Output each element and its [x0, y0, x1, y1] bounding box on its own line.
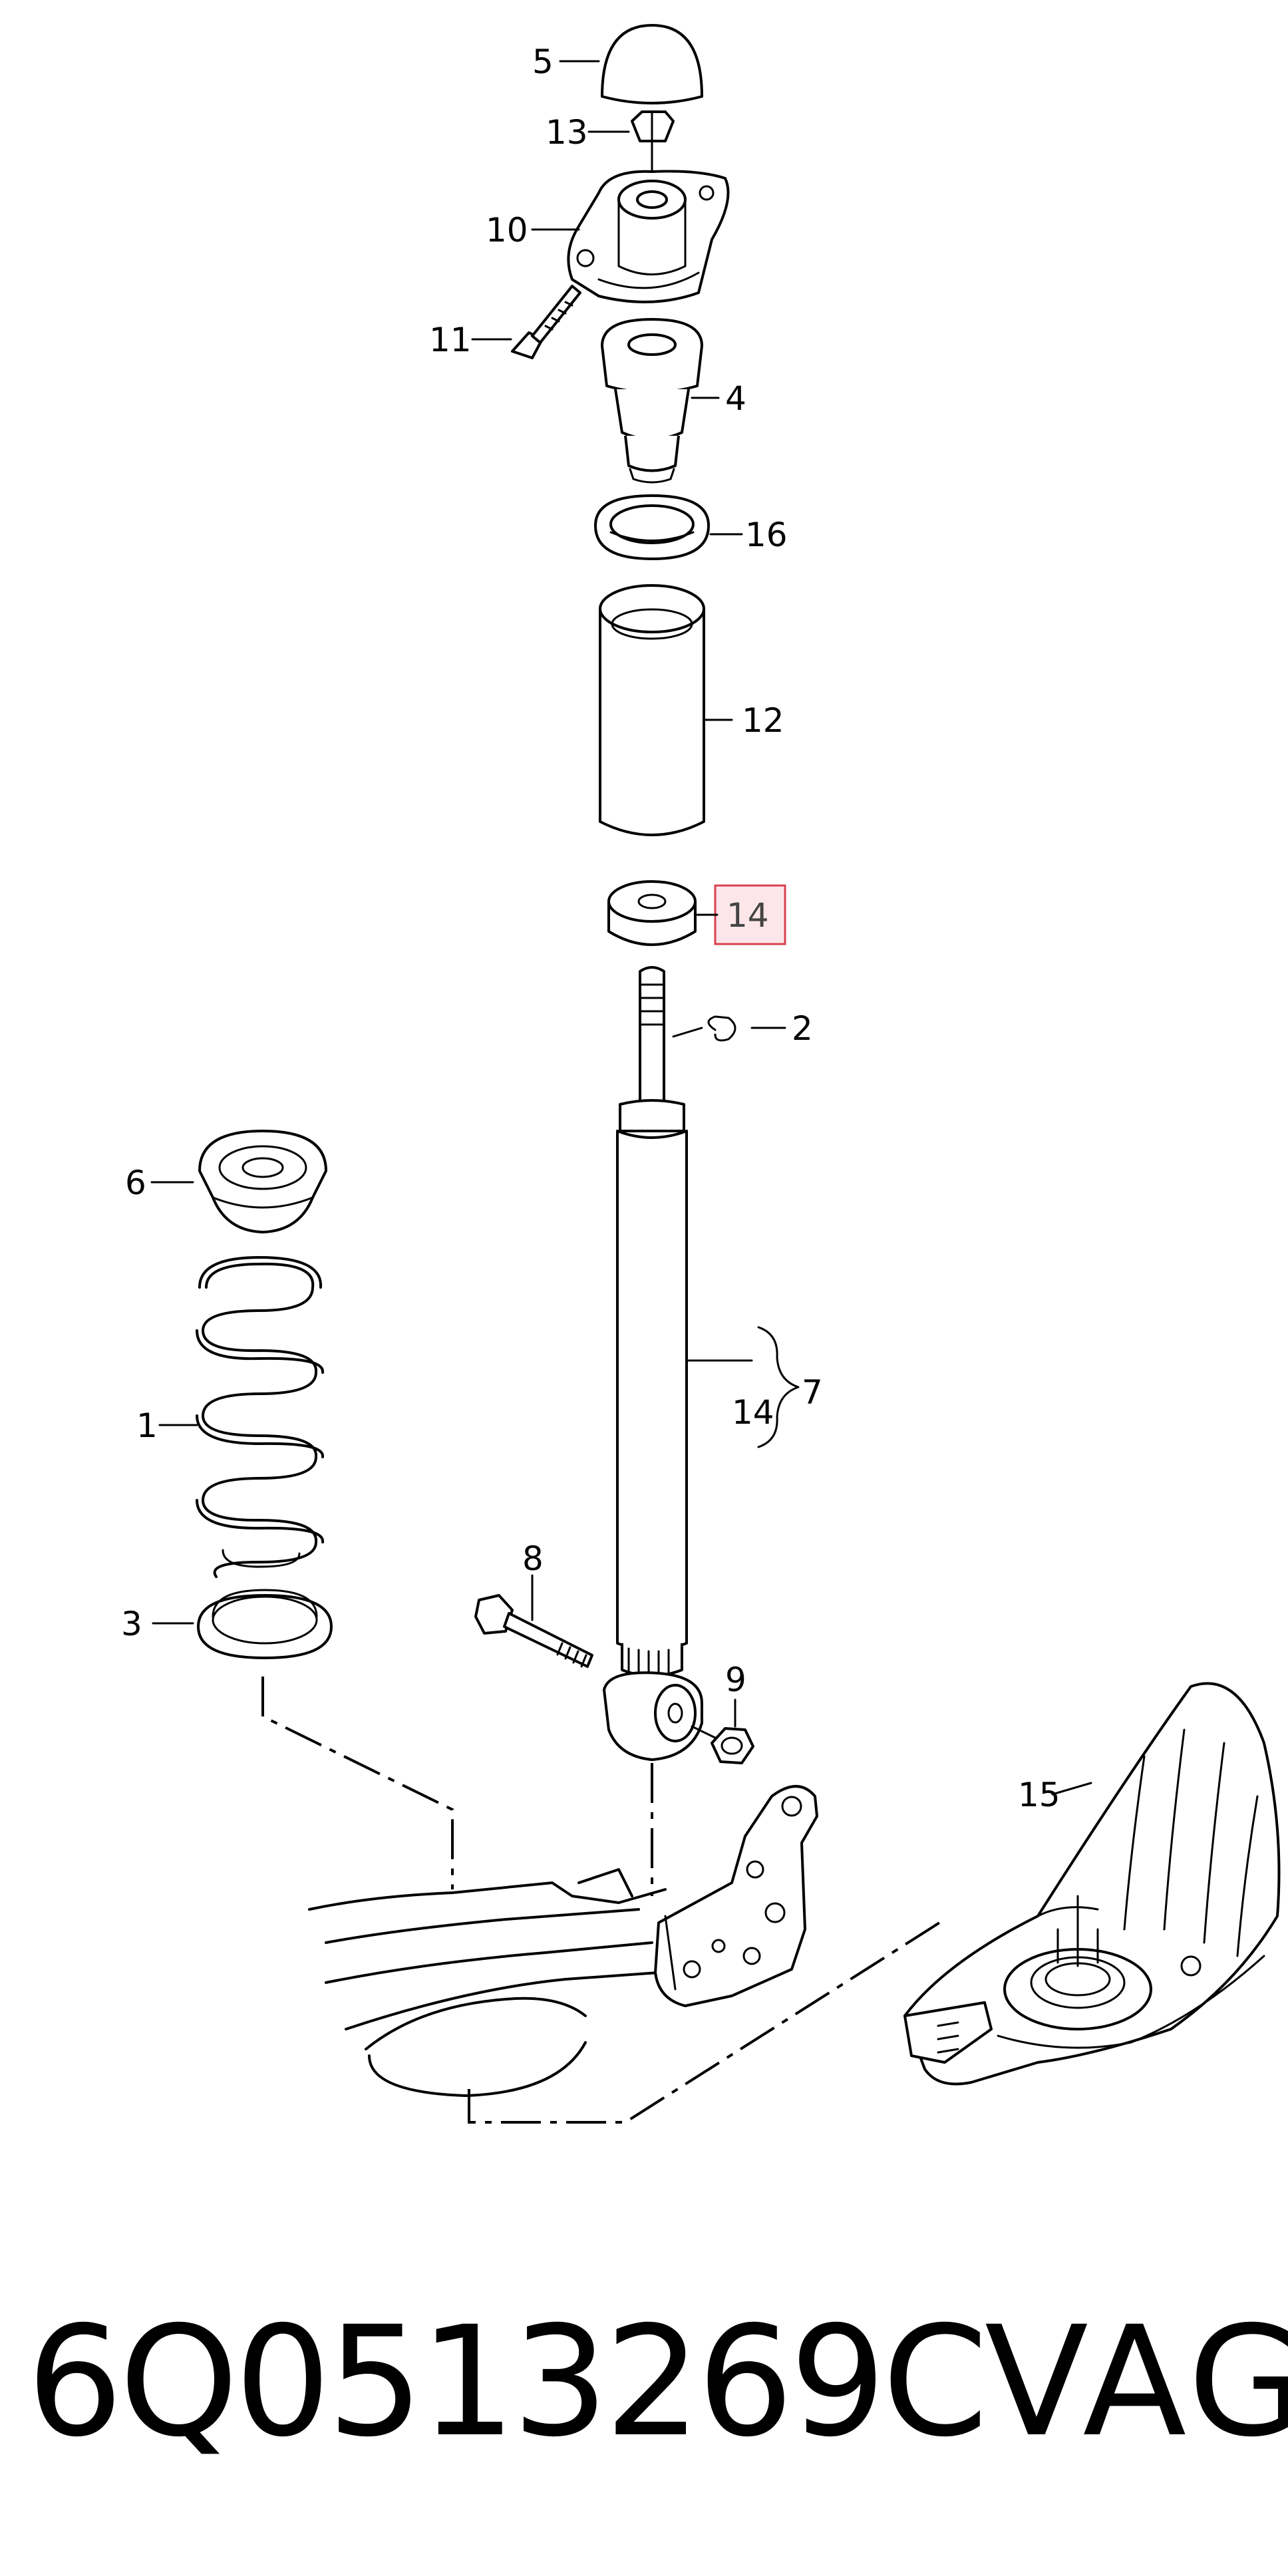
part-13-nut — [631, 110, 675, 180]
part-10-strut-mount — [567, 170, 730, 303]
callout-4: 4 — [725, 379, 746, 418]
callout-8: 8 — [522, 1539, 544, 1578]
callout-15: 15 — [1018, 1776, 1060, 1814]
part-15-housing — [903, 1682, 1281, 2086]
highlight-box — [714, 884, 786, 945]
part-12-protective-tube — [599, 584, 705, 836]
part-5-dust-cap — [601, 24, 703, 104]
callout-1: 1 — [136, 1406, 158, 1445]
part-11-bolt — [511, 285, 581, 359]
part-1-coil-spring — [196, 1256, 325, 1578]
part-6-spring-seat — [198, 1130, 327, 1233]
part-4-bump-stop — [601, 318, 703, 484]
callout-2: 2 — [792, 1009, 813, 1048]
part-7-shock-absorber — [603, 966, 703, 1761]
callout-5: 5 — [532, 43, 554, 81]
exploded-parts-diagram: 5 13 10 11 4 16 — [121, 24, 1281, 2124]
part-14-buffer — [607, 880, 697, 946]
part-16-cap-ring — [594, 494, 710, 560]
part-9-nut — [691, 1725, 754, 1764]
axle-beam — [261, 1677, 946, 2124]
part-2-circlip — [707, 1015, 736, 1042]
callout-16: 16 — [745, 516, 788, 554]
caption-bar: 6Q0513269C VAG — [0, 2282, 1288, 2482]
brand-label: VAG — [985, 2293, 1288, 2470]
callout-10: 10 — [486, 211, 528, 249]
part-number-label: 6Q0513269C — [27, 2293, 988, 2470]
callout-3: 3 — [121, 1605, 142, 1643]
part-8-bolt — [474, 1594, 593, 1668]
callout-13: 13 — [546, 113, 588, 152]
callout-9: 9 — [725, 1661, 746, 1699]
part-3-lower-seat — [197, 1589, 333, 1659]
callout-6: 6 — [125, 1164, 146, 1202]
callout-12: 12 — [742, 701, 784, 740]
callout-14-group: 14 — [732, 1393, 774, 1432]
callout-7: 7 — [802, 1373, 823, 1412]
callout-11: 11 — [429, 321, 472, 359]
callout-14-highlighted: 14 — [726, 896, 769, 935]
